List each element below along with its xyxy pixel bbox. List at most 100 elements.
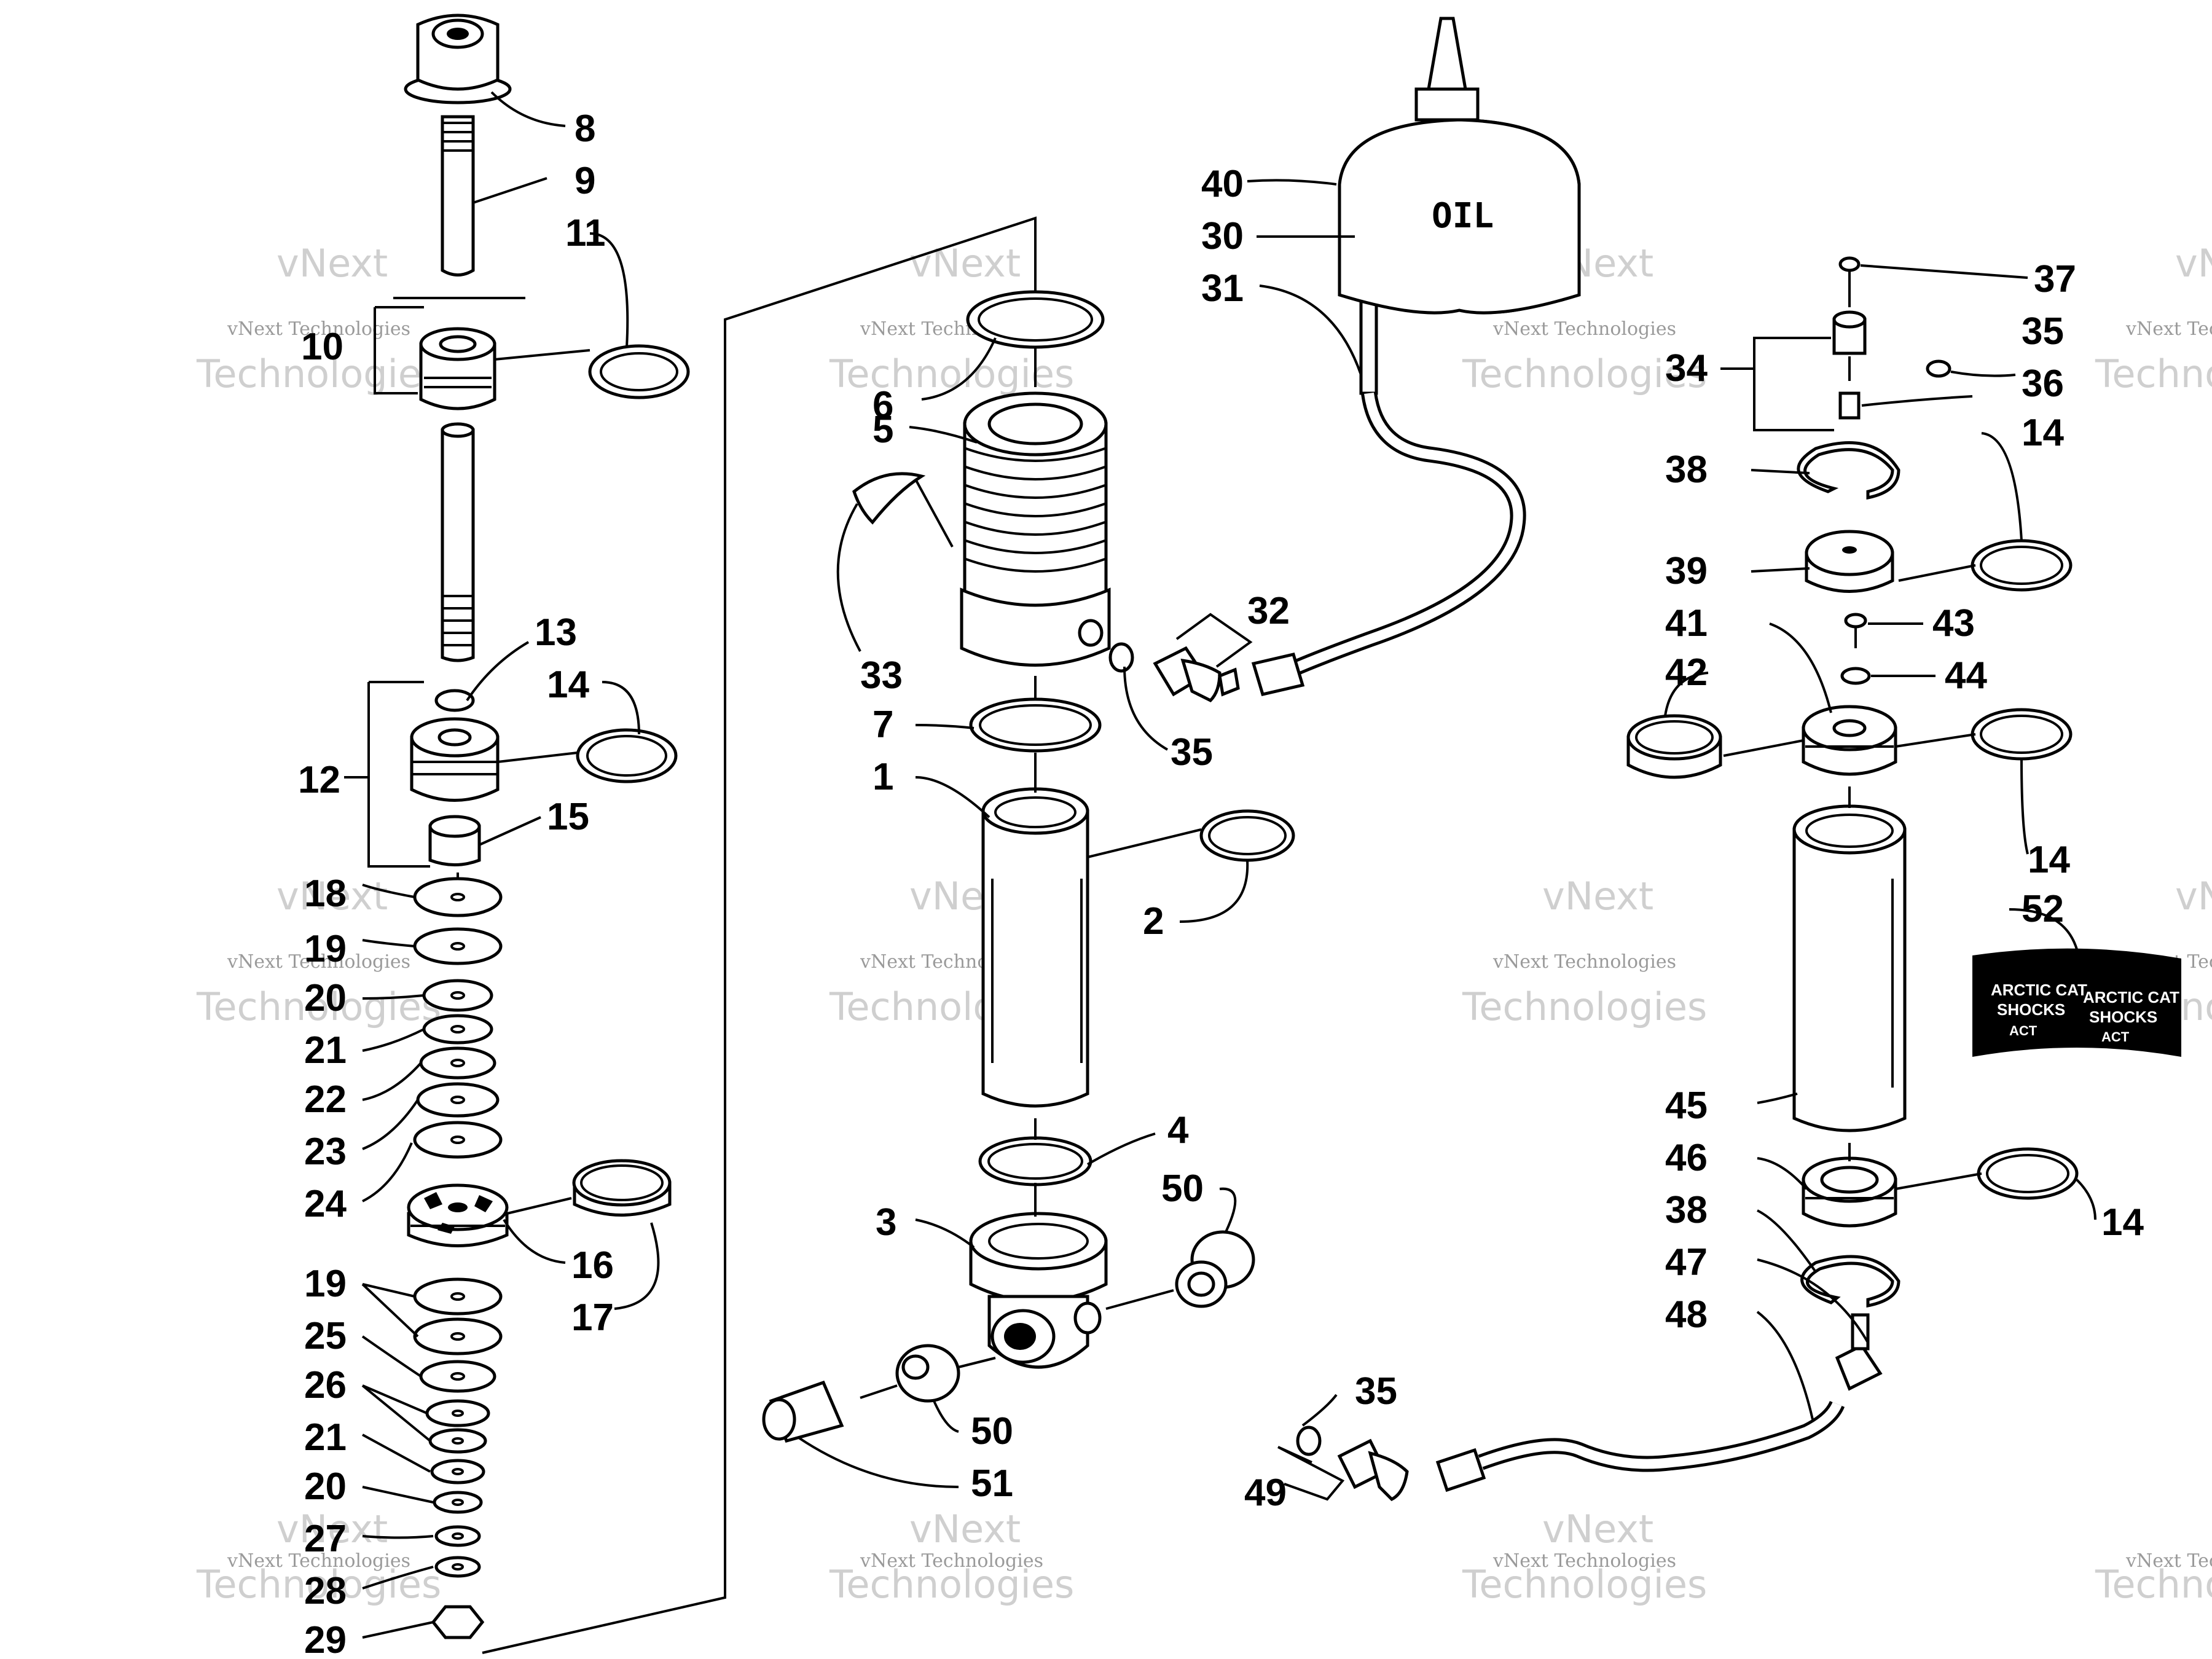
watermarks: vNext Technologies vNext Technologies vN… xyxy=(196,241,2212,1607)
svg-text:Technologies: Technologies xyxy=(196,1562,441,1607)
callout-20-upper: 20 xyxy=(304,977,347,1019)
part-5-threaded-body xyxy=(960,391,1111,667)
callout-40: 40 xyxy=(1201,163,1244,205)
callout-11: 11 xyxy=(565,212,606,254)
callout-9: 9 xyxy=(575,160,595,202)
svg-text:vNext Technologies: vNext Technologies xyxy=(1492,1550,1676,1572)
part-43-screw xyxy=(1844,613,1867,648)
callout-22: 22 xyxy=(304,1078,347,1121)
callout-32: 32 xyxy=(1247,590,1290,632)
svg-text:vNext: vNext xyxy=(2175,874,2212,919)
callout-38-top: 38 xyxy=(1665,449,1708,491)
part-37-screw xyxy=(1838,256,1861,307)
callout-14-mid: 14 xyxy=(2028,839,2070,881)
callout-13: 13 xyxy=(535,611,577,654)
part-42-band xyxy=(1626,714,1722,779)
callout-17: 17 xyxy=(571,1296,614,1339)
watermark: vNext Technologies vNext Technologies xyxy=(1462,1507,1707,1607)
svg-text:vNext: vNext xyxy=(276,241,388,286)
callout-14-bottom: 14 xyxy=(2101,1201,2144,1244)
part-35-o-ring xyxy=(1108,642,1134,673)
callout-41: 41 xyxy=(1665,602,1708,645)
watermark: vNext Technologies vNext Technologies xyxy=(2095,241,2212,396)
callout-25: 25 xyxy=(304,1315,347,1357)
callout-19-upper: 19 xyxy=(304,928,347,970)
part-46-end-cap xyxy=(1802,1156,1897,1228)
part-52-decal: ARCTIC CAT SHOCKS ACT ARCTIC CAT SHOCKS … xyxy=(1972,948,2181,1057)
callout-48: 48 xyxy=(1665,1293,1708,1336)
part-50-bushing-left xyxy=(895,1344,960,1403)
svg-text:Technologies: Technologies xyxy=(196,984,441,1029)
callout-51: 51 xyxy=(971,1462,1013,1505)
lower-shim-stack xyxy=(413,1277,503,1578)
callout-31: 31 xyxy=(1201,267,1244,310)
part-17-wear-band xyxy=(572,1159,672,1217)
callout-35-lower: 35 xyxy=(1355,1370,1397,1413)
decal-logo-right: ACT xyxy=(2101,1029,2130,1045)
decal-shocks-right: SHOCKS xyxy=(2089,1008,2157,1026)
part-7-ring xyxy=(969,697,1102,753)
callout-18: 18 xyxy=(304,873,347,915)
callout-16: 16 xyxy=(571,1244,614,1287)
svg-text:vNext: vNext xyxy=(1542,874,1653,919)
part-3-body-cap xyxy=(969,1212,1108,1369)
svg-text:Technologies: Technologies xyxy=(196,351,441,396)
callout-24: 24 xyxy=(304,1183,347,1225)
left-shaft-assembly xyxy=(404,14,690,1639)
watermark: vNext Technologies vNext Technologies xyxy=(1462,241,1707,396)
callout-7: 7 xyxy=(873,704,893,746)
watermark: vNext Technologies vNext Technologies xyxy=(829,1507,1074,1607)
part-48-hose xyxy=(1296,1313,1883,1502)
callout-6: 6 xyxy=(873,384,893,426)
leader-35-lower xyxy=(1301,1394,1338,1427)
callout-50-right: 50 xyxy=(1161,1167,1204,1210)
callout-35-valve: 35 xyxy=(2022,310,2064,353)
part-39-floating-piston xyxy=(1805,530,1894,593)
svg-text:vNext Technologies: vNext Technologies xyxy=(2125,318,2212,340)
part-8-eyelet xyxy=(404,14,512,104)
middle-leader-lines xyxy=(798,337,1249,1488)
part-12-piston xyxy=(410,717,500,802)
watermark: Technologies vNext Technologies xyxy=(2095,1550,2212,1607)
right-leader-lines xyxy=(1664,264,2096,1420)
callout-39: 39 xyxy=(1665,550,1708,592)
part-shaft-rod xyxy=(441,422,475,662)
callout-52: 52 xyxy=(2022,888,2064,930)
part-24-piston-disc xyxy=(407,1183,509,1247)
callout-12: 12 xyxy=(298,759,340,801)
callout-8: 8 xyxy=(575,108,595,150)
part-9-shaft xyxy=(441,115,475,276)
svg-text:vNext: vNext xyxy=(276,1507,388,1551)
part-50-bushing-right xyxy=(1175,1230,1255,1308)
part-1-cylinder xyxy=(981,787,1089,1108)
svg-text:vNext: vNext xyxy=(909,241,1021,286)
part-29-nut xyxy=(431,1605,485,1639)
svg-text:vNext: vNext xyxy=(276,874,388,919)
watermark: vNext Technologies vNext Technologies xyxy=(196,1507,441,1607)
bracket-49 xyxy=(1277,1446,1345,1501)
leader-31 xyxy=(1259,284,1362,375)
callout-46: 46 xyxy=(1665,1137,1708,1179)
callout-27: 27 xyxy=(304,1518,347,1560)
leader-35-top xyxy=(1123,666,1168,751)
svg-text:Technologies: Technologies xyxy=(1462,351,1707,396)
svg-text:vNext Technologies: vNext Technologies xyxy=(1492,318,1676,340)
svg-text:vNext Technologies: vNext Technologies xyxy=(860,1550,1043,1572)
part-51-sleeve xyxy=(762,1380,844,1443)
part-44-o-ring xyxy=(1840,667,1871,685)
callout-26: 26 xyxy=(304,1364,347,1406)
callout-14-top: 14 xyxy=(2022,412,2064,454)
svg-text:Technologies: Technologies xyxy=(1462,984,1707,1029)
callout-1: 1 xyxy=(873,756,893,798)
part-41-reservoir-cap xyxy=(1802,705,1897,776)
part-14-ring-left xyxy=(576,728,678,783)
part-38-snap-ring-top xyxy=(1797,441,1900,500)
part-2-snap-ring xyxy=(1199,809,1295,862)
callout-2: 2 xyxy=(1143,900,1164,943)
callout-43: 43 xyxy=(1932,602,1975,645)
svg-text:vNext: vNext xyxy=(1542,1507,1653,1551)
callout-49: 49 xyxy=(1244,1472,1287,1514)
callout-21-lower: 21 xyxy=(304,1416,347,1459)
callout-5: 5 xyxy=(873,409,893,451)
